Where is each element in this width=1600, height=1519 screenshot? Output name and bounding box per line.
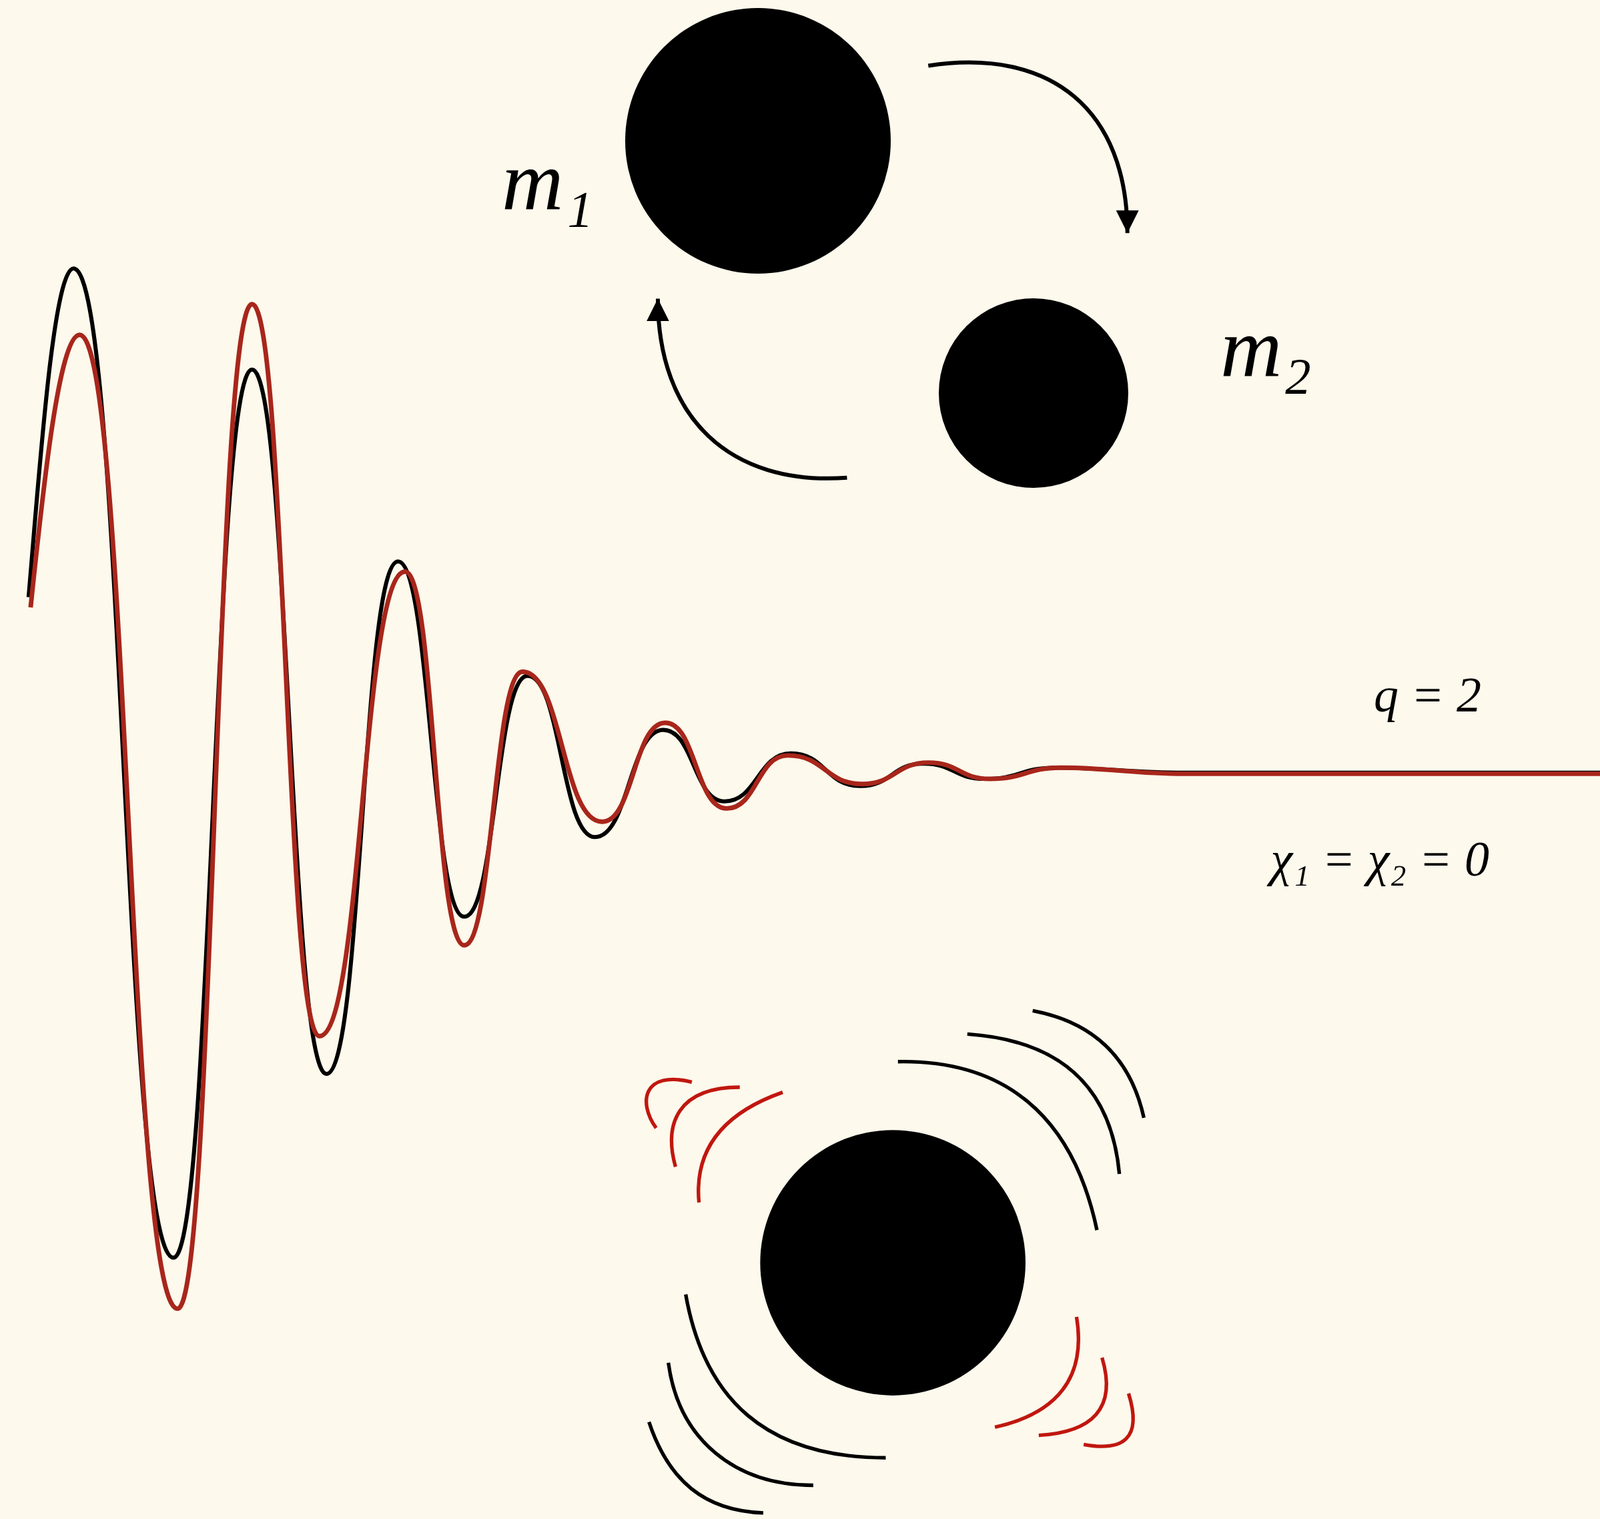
parameter-label: q = 2 <box>1373 667 1482 722</box>
orbit-arrow <box>657 298 847 478</box>
red-ringdown-arcs <box>646 1078 1134 1446</box>
parameter-label-box: χ₁ = χ₂ = 0 <box>1271 834 1490 884</box>
mass-label: m₁ <box>501 138 594 224</box>
final-black-hole <box>759 1129 1026 1396</box>
black-hole-disc <box>625 8 891 274</box>
black-ringdown-arcs <box>649 1010 1145 1513</box>
parameter-label: χ₁ = χ₂ = 0 <box>1271 831 1490 887</box>
orbit-arrow <box>928 62 1127 234</box>
black-hole-mass: m₁ <box>625 8 891 274</box>
parameter-label-box: q = 2 <box>1373 669 1482 720</box>
black-hole-disc <box>938 298 1129 488</box>
mass-label: m₂ <box>1220 304 1312 391</box>
black-hole-mass: m₂ <box>938 298 1129 488</box>
